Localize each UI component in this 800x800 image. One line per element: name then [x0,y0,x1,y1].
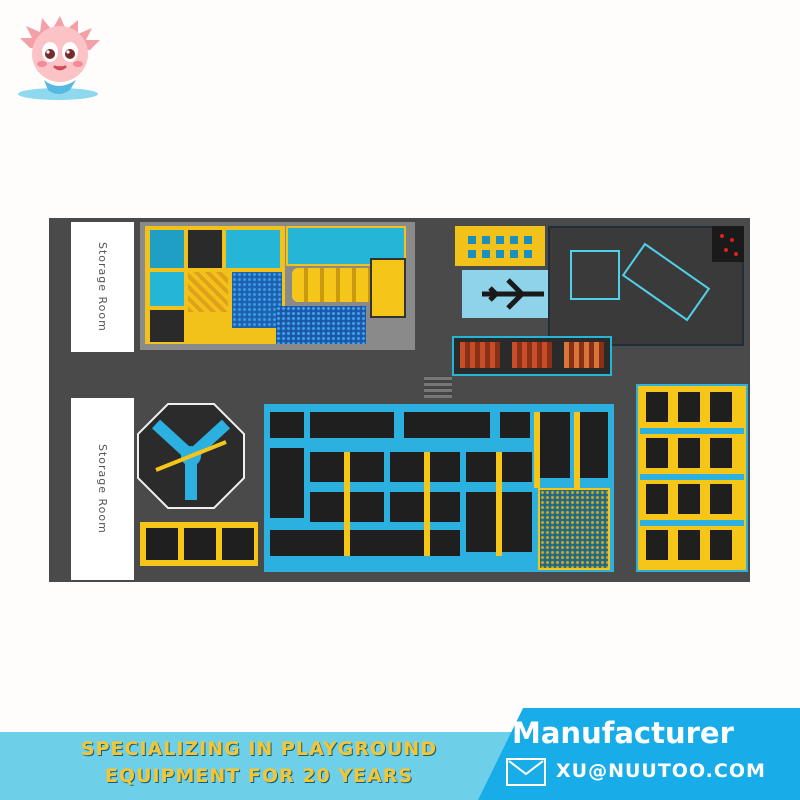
mini-trampoline [146,528,178,560]
trampoline-bed [404,412,490,438]
arcade-booth [564,342,604,368]
court-pad [640,428,744,434]
storage-room-bottom: Storage Room [71,398,134,580]
soft-play-ramp [188,272,228,312]
yellow-pad [534,412,540,488]
trampoline-bed [310,412,394,438]
trampoline-bed [350,492,384,522]
trampoline-bed [310,452,344,482]
foam-pit [538,488,610,570]
trampoline-bed [466,452,496,482]
storage-room-top-label: Storage Room [96,242,109,332]
trampoline-bed [430,452,460,482]
trampoline-bed [270,530,344,556]
stairs [424,376,452,398]
trampoline-bed [270,448,304,518]
adventure-cell [468,236,476,244]
ninja-course [548,226,744,346]
trampoline-bed [502,452,532,482]
trampoline-bed [580,412,608,478]
trampoline-bed [430,530,460,556]
laser-maze [712,226,744,262]
slogan-line-1: SPECIALIZING IN PLAYGROUND [80,738,438,760]
court-bed [646,392,668,422]
dodgeball-octagon [137,403,245,509]
soft-play-cell [226,230,280,268]
storage-room-top: Storage Room [71,222,134,352]
trampoline-bed [350,530,424,556]
soft-play-cell [150,272,184,306]
arcade-booth [512,342,552,368]
ball-pit-small [232,272,282,328]
soft-play-tower [370,258,406,318]
contact-email[interactable]: XU@NUUTOO.COM [556,760,766,782]
mini-trampoline [184,528,216,560]
trampoline-bed [350,452,384,482]
banner-title: Manufacturer [512,716,734,750]
adventure-frame [455,226,545,266]
mini-trampoline [222,528,254,560]
slogan-line-2: EQUIPMENT FOR 20 YEARS [104,765,414,787]
soft-play-cell [188,230,222,268]
mascot-icon [18,16,100,100]
trampoline-bed [390,452,424,482]
ninja-course-outline [570,250,620,300]
trampoline-bed [502,492,532,552]
yellow-pad [496,452,502,556]
trampoline-bed [270,412,304,438]
trampoline-bed [390,492,424,522]
arcade-booth [460,342,500,368]
trampoline-bed [310,492,344,522]
trampoline-bed [540,412,570,478]
laser-dot [720,234,724,238]
trampoline-bed [430,492,460,522]
soft-play-cell [150,310,184,342]
trampoline-bed [500,412,530,438]
trampoline-bed [466,492,496,552]
ball-pit-large [276,306,366,344]
yellow-pad [424,452,430,556]
yellow-pad [344,452,350,556]
mail-icon [506,758,546,786]
storage-room-bottom-label: Storage Room [96,444,109,534]
soft-play-cell [150,230,184,268]
airplane-icon [482,278,544,310]
yellow-pad [574,412,580,488]
